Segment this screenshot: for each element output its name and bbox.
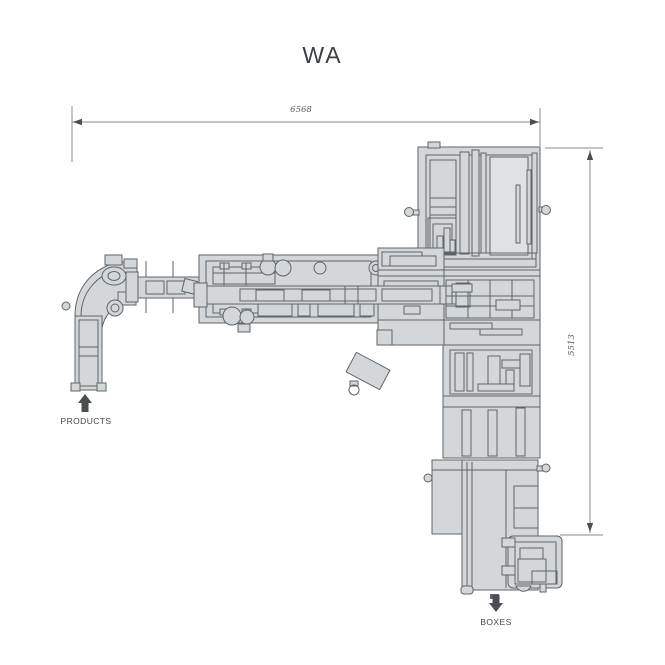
- dim-arrow-left-icon: [73, 118, 82, 126]
- right-dimension: 5513: [545, 147, 603, 536]
- case-outfeed: [501, 535, 563, 593]
- right-dimension-value: 5513: [567, 334, 577, 356]
- dim-arrow-down-icon: [586, 523, 594, 532]
- transfer-grid: [445, 279, 535, 336]
- right-column-module: [442, 344, 541, 459]
- boxes-label: BOXES: [480, 617, 511, 627]
- machine-drawing: [61, 141, 563, 599]
- dim-arrow-right-icon: [530, 118, 539, 126]
- dim-arrow-up-icon: [586, 151, 594, 160]
- top-dimension-value: 6568: [290, 105, 312, 115]
- case-packer-block: [423, 459, 551, 599]
- wrapper-center-bar: [193, 282, 471, 308]
- boxes-flow-indicator: BOXES: [480, 595, 511, 627]
- drawing-title: WA: [302, 42, 343, 68]
- control-panel-arm: [345, 351, 391, 396]
- products-label: PRODUCTS: [61, 416, 112, 426]
- top-dimension: 6568: [71, 105, 541, 162]
- products-flow-indicator: PRODUCTS: [61, 394, 112, 426]
- up-arrow-icon: [78, 394, 92, 412]
- products-vertical-conveyor: [70, 315, 107, 392]
- down-arrow-icon: [489, 595, 503, 612]
